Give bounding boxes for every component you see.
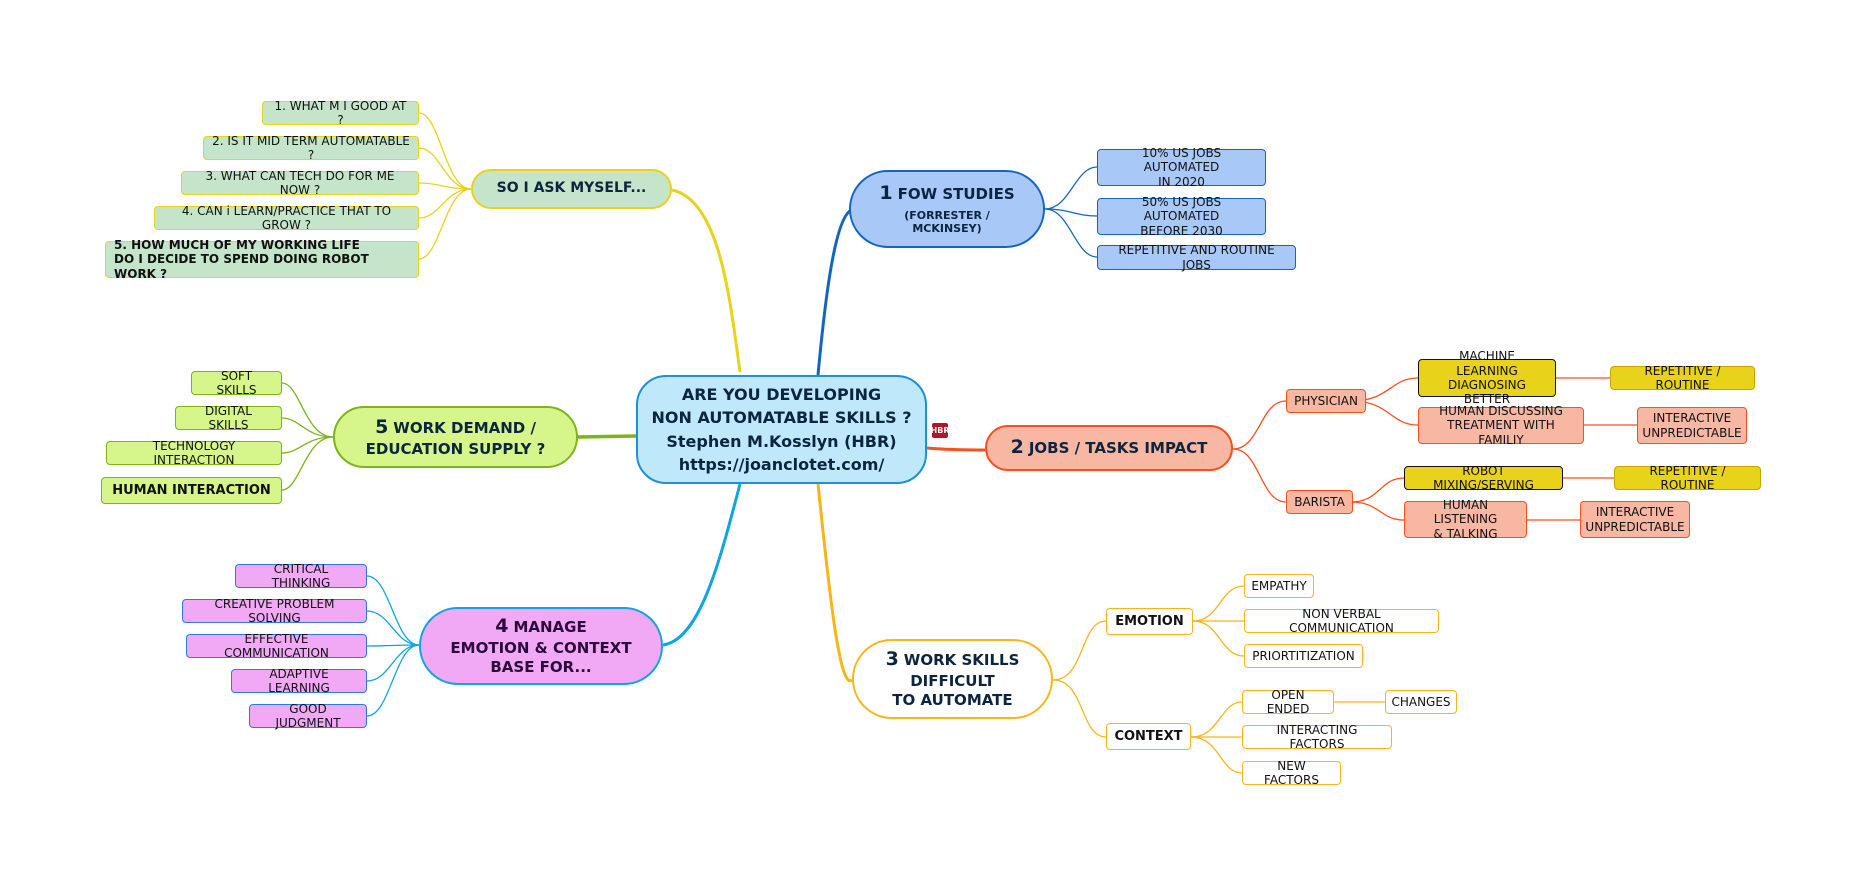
branch-label: JOBS / TASKS IMPACT	[1028, 438, 1208, 457]
branch-number: 5	[375, 415, 389, 438]
branch-number: 4	[495, 615, 509, 638]
physician-ml-result[interactable]: REPETITIVE / ROUTINE	[1610, 364, 1755, 392]
manage-item-5[interactable]: GOOD JUDGMENT	[249, 702, 367, 730]
physician-human-result[interactable]: INTERACTIVE UNPREDICTABLE	[1637, 407, 1747, 444]
physician-human-discussing[interactable]: HUMAN DISCUSSING TREATMENT WITH FAMILIY	[1418, 404, 1584, 447]
central-topic-line-1: ARE YOU DEVELOPING	[681, 385, 882, 405]
branch-so-i-ask-myself[interactable]: SO I ASK MYSELF...	[471, 169, 672, 209]
central-topic-line-2: NON AUTOMATABLE SKILLS ?	[651, 408, 912, 428]
hbr-badge-icon: HBR	[931, 423, 949, 438]
branch-number: 1	[879, 181, 893, 204]
jobs-barista[interactable]: BARISTA	[1286, 490, 1353, 514]
barista-human-result[interactable]: INTERACTIVE UNPREDICTABLE	[1580, 501, 1690, 538]
skills-context[interactable]: CONTEXT	[1106, 723, 1191, 750]
central-topic-link[interactable]: https://joanclotet.com/	[678, 454, 885, 474]
branch-label: SO I ASK MYSELF...	[496, 180, 647, 197]
branch-number: 3	[885, 648, 899, 671]
ask-item-5[interactable]: 5. HOW MUCH OF MY WORKING LIFE DO I DECI…	[105, 238, 419, 281]
branch-label: WORK DEMAND / EDUCATION SUPPLY ?	[365, 418, 546, 458]
emotion-item-1[interactable]: EMPATHY	[1244, 574, 1314, 598]
manage-item-4[interactable]: ADAPTIVE LEARNING	[231, 667, 367, 695]
skills-emotion[interactable]: EMOTION	[1106, 608, 1193, 635]
central-topic-line-3: Stephen M.Kosslyn (HBR)	[666, 431, 897, 451]
ask-item-4[interactable]: 4. CAN i LEARN/PRACTICE THAT TO GROW ?	[154, 204, 419, 232]
ask-item-1[interactable]: 1. WHAT M I GOOD AT ?	[262, 99, 419, 127]
context-item-3[interactable]: NEW FACTORS	[1242, 759, 1341, 787]
manage-item-3[interactable]: EFFECTIVE COMMUNICATION	[186, 632, 367, 660]
branch-label: WORK SKILLS DIFFICULT TO AUTOMATE	[892, 651, 1020, 709]
context-item-1[interactable]: OPEN ENDED	[1242, 688, 1334, 716]
demand-item-4[interactable]: HUMAN INTERACTION	[101, 477, 282, 504]
fow-item-2[interactable]: 50% US JOBS AUTOMATED BEFORE 2030	[1097, 195, 1266, 238]
branch-number: 2	[1010, 436, 1024, 459]
context-item-2[interactable]: INTERACTING FACTORS	[1242, 723, 1392, 751]
central-topic[interactable]: ARE YOU DEVELOPING NON AUTOMATABLE SKILL…	[636, 375, 927, 484]
demand-item-1[interactable]: SOFT SKILLS	[191, 369, 282, 397]
ask-item-3[interactable]: 3. WHAT CAN TECH DO FOR ME NOW ?	[181, 169, 419, 197]
physician-ml-diagnosing[interactable]: MACHINE LEARNING DIAGNOSING BETTER	[1418, 349, 1556, 406]
barista-robot-result[interactable]: REPETITIVE / ROUTINE	[1614, 464, 1761, 492]
branch-sublabel: (FORRESTER / MCKINSEY)	[904, 208, 990, 236]
ask-item-2[interactable]: 2. IS IT MID TERM AUTOMATABLE ?	[203, 134, 419, 162]
demand-item-2[interactable]: DIGITAL SKILLS	[175, 404, 282, 432]
open-ended-child[interactable]: CHANGES	[1385, 690, 1457, 714]
branch-label: FOW STUDIES	[897, 184, 1015, 203]
emotion-item-3[interactable]: PRIORTITIZATION	[1244, 644, 1363, 668]
branch-label: MANAGE EMOTION & CONTEXT BASE FOR...	[450, 618, 632, 676]
barista-robot-mixing[interactable]: ROBOT MIXING/SERVING	[1404, 464, 1563, 492]
emotion-item-2[interactable]: NON VERBAL COMMUNICATION	[1244, 607, 1439, 635]
barista-human-listening[interactable]: HUMAN LISTENING & TALKING	[1404, 498, 1527, 541]
jobs-physician[interactable]: PHYSICIAN	[1286, 389, 1366, 413]
manage-item-2[interactable]: CREATIVE PROBLEM SOLVING	[182, 597, 367, 625]
manage-item-1[interactable]: CRITICAL THINKING	[235, 562, 367, 590]
fow-item-3[interactable]: REPETITIVE AND ROUTINE JOBS	[1097, 243, 1296, 272]
fow-item-1[interactable]: 10% US JOBS AUTOMATED IN 2020	[1097, 146, 1266, 189]
demand-item-3[interactable]: TECHNOLOGY INTERACTION	[106, 439, 282, 467]
